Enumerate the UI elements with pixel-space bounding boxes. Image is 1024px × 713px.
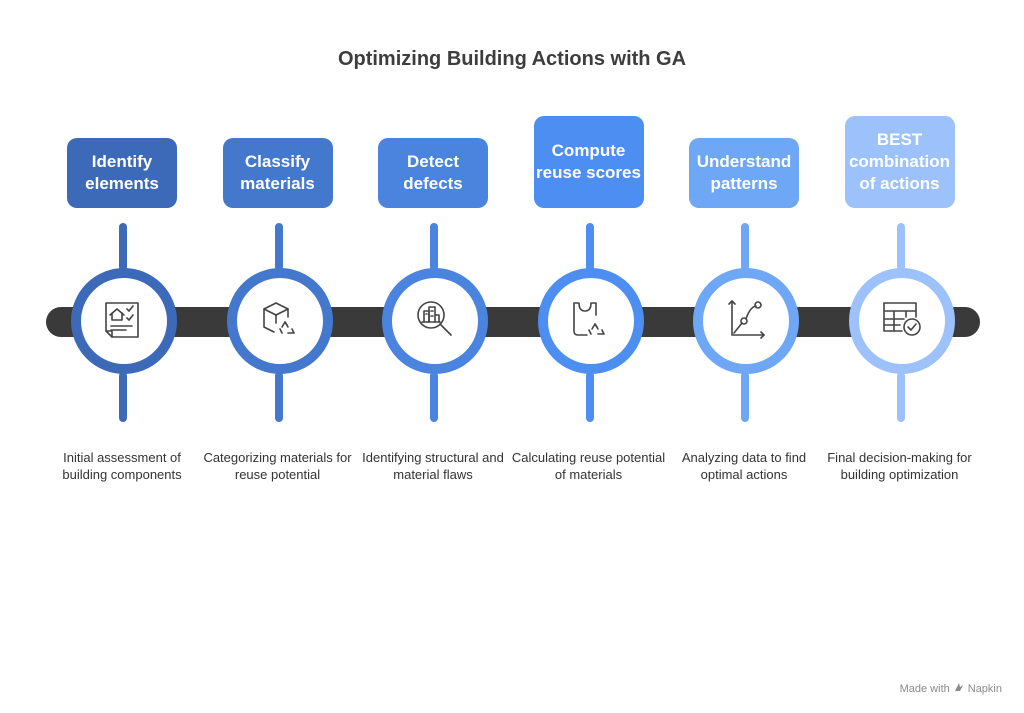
table-check-icon — [876, 293, 928, 350]
step-label-box: Compute reuse scores — [533, 116, 644, 208]
step-description: Final decision-making for building optim… — [827, 450, 972, 482]
brand-text: Napkin — [967, 682, 1002, 695]
connector-top — [119, 223, 127, 271]
step-node — [382, 268, 488, 374]
connector-top — [741, 223, 749, 271]
step-description: Analyzing data to find optimal actions — [681, 450, 807, 482]
building-checklist-icon — [98, 293, 150, 350]
step-node — [693, 268, 799, 374]
step-label-box: Detect defects — [378, 138, 488, 208]
connector-bottom — [896, 372, 905, 422]
diagram-title: Optimizing Building Actions with GA — [337, 48, 687, 70]
step-node — [71, 268, 177, 374]
connector-top — [585, 223, 594, 271]
step-label-box: Identify elements — [67, 138, 177, 208]
step-label-box: BEST combination of actions — [844, 116, 955, 208]
step-label: Compute reuse scores — [536, 141, 641, 182]
bag-recycle-icon — [565, 293, 617, 350]
connector-bottom — [741, 372, 749, 422]
napkin-logo-icon — [954, 682, 964, 695]
connector-bottom — [119, 372, 127, 422]
timeline-track — [46, 307, 980, 337]
magnify-building-icon — [409, 293, 461, 350]
step-label-box: Classify materials — [222, 138, 333, 208]
connector-bottom — [430, 372, 438, 422]
step-description: Categorizing materials for reuse potenti… — [203, 450, 352, 482]
step-description: Identifying structural and material flaw… — [362, 450, 504, 482]
footer-credit: Made with Napkin — [900, 682, 1002, 695]
connector-top — [430, 223, 438, 271]
connector-bottom — [274, 372, 283, 422]
line-graph-icon — [720, 293, 772, 350]
step-label: BEST combination of actions — [848, 130, 951, 193]
step-description: Initial assessment of building component… — [62, 450, 182, 482]
step-node — [537, 268, 644, 374]
box-recycle-icon — [254, 293, 306, 350]
step-node — [848, 268, 955, 374]
connector-top — [896, 223, 905, 271]
step-node — [226, 268, 333, 374]
step-label: Classify materials — [240, 152, 315, 193]
connector-top — [274, 223, 283, 271]
made-with-text: Made with — [899, 682, 950, 695]
step-label: Understand patterns — [696, 152, 792, 193]
step-description: Calculating reuse potential of materials — [511, 450, 666, 482]
step-label: Detect defects — [403, 152, 463, 193]
step-label: Identify elements — [85, 152, 159, 193]
step-label-box: Understand patterns — [689, 138, 799, 208]
connector-bottom — [585, 372, 594, 422]
